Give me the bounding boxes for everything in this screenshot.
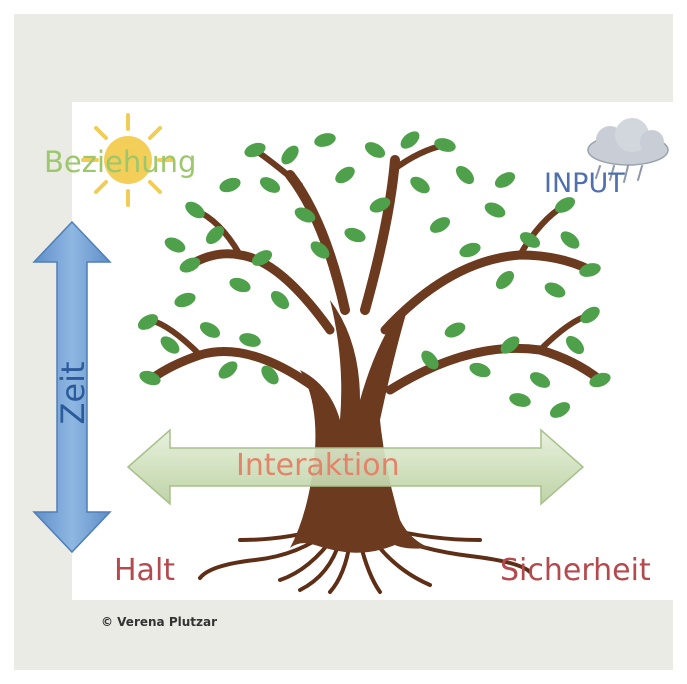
- tree-trunk: [290, 300, 430, 553]
- tree-illustration: [135, 127, 613, 594]
- sun-icon: [81, 113, 175, 207]
- tree-branches: [145, 142, 605, 395]
- label-interaktion: Interaktion: [236, 448, 400, 483]
- label-input: INPUT: [544, 168, 625, 199]
- label-halt: Halt: [114, 553, 176, 588]
- label-sicherheit: Sicherheit: [500, 553, 651, 588]
- label-zeit: Zeit: [54, 361, 92, 425]
- label-beziehung: Beziehung: [44, 145, 197, 179]
- copyright-notice: © Verena Plutzar: [101, 615, 218, 629]
- time-arrow: [32, 220, 112, 554]
- rain-cloud-icon: [587, 118, 669, 183]
- interaction-arrow: [126, 428, 585, 506]
